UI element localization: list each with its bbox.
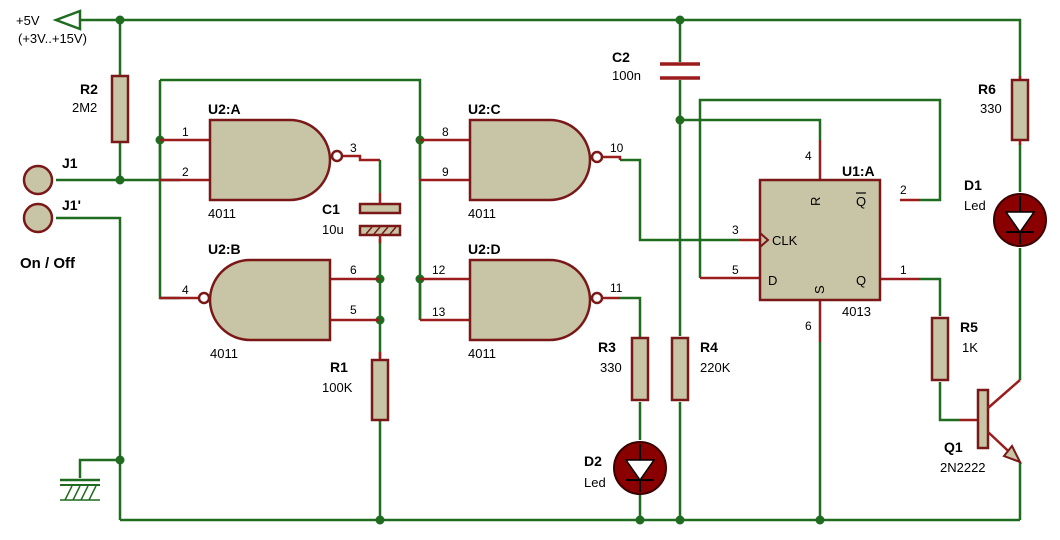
d1-ref: D1 xyxy=(964,177,982,193)
wires xyxy=(56,18,1022,522)
pin-number: 1 xyxy=(900,263,907,277)
switch-label: On / Off xyxy=(20,255,76,272)
junction-dot xyxy=(675,15,685,25)
junction-dot xyxy=(375,515,385,525)
gate-u2a: U2:A 4011 1 2 3 xyxy=(160,101,380,221)
power-range-label: (+3V..+15V) xyxy=(18,31,87,46)
u2d-value: 4011 xyxy=(468,346,496,361)
gate-u2c: U2:C 4011 8 9 10 xyxy=(420,101,624,221)
j1b-ref: J1' xyxy=(62,197,81,213)
d-pin-label: D xyxy=(768,273,777,288)
u2a-value: 4011 xyxy=(208,206,236,221)
junction-dot xyxy=(635,515,645,525)
r4-value: 220K xyxy=(700,360,731,375)
terminal-icon xyxy=(22,202,54,234)
u2b-ref: U2:B xyxy=(208,241,241,257)
led-d1: D1 Led xyxy=(964,177,1047,247)
r6-value: 330 xyxy=(980,101,1002,116)
u1a-ref: U1:A xyxy=(842,163,875,179)
power-terminal: +5V (+3V..+15V) xyxy=(16,9,87,46)
u2b-value: 4011 xyxy=(210,346,238,361)
pin-number: 5 xyxy=(350,303,357,317)
q-pin-label: Q xyxy=(856,273,866,288)
q1-ref: Q1 xyxy=(944,439,963,455)
led-d2: D2 Led xyxy=(584,441,667,495)
transistor-q1: Q1 2N2222 xyxy=(940,379,1023,475)
pin-number: 4 xyxy=(182,283,189,297)
capacitor-c1: C1 10u xyxy=(322,193,402,243)
r2-value: 2M2 xyxy=(72,100,97,115)
pin-number: 5 xyxy=(732,263,739,277)
qbar-pin-label: Q xyxy=(856,194,866,209)
resistor-r3: R3 330 xyxy=(598,336,650,402)
power-label: +5V xyxy=(16,13,40,28)
pin-number: 1 xyxy=(182,125,189,139)
reset-pin-label: R xyxy=(808,197,823,206)
pin-number: 2 xyxy=(900,183,907,197)
pin-number: 8 xyxy=(442,125,449,139)
r3-ref: R3 xyxy=(598,339,616,355)
resistor-r5: R5 1K xyxy=(930,316,978,382)
r3-value: 330 xyxy=(600,360,622,375)
junction-dot xyxy=(675,115,685,125)
c1-value: 10u xyxy=(322,222,344,237)
pin-number: 10 xyxy=(610,141,624,155)
pin-number: 3 xyxy=(732,223,739,237)
ground-symbol xyxy=(60,478,100,501)
clk-pin-label: CLK xyxy=(772,233,798,248)
junction-dot xyxy=(115,15,125,25)
gate-u2d: U2:D 4011 12 13 11 xyxy=(420,241,623,361)
u2a-ref: U2:A xyxy=(208,101,241,117)
pin-number: 9 xyxy=(442,165,449,179)
resistor-r6: R6 330 xyxy=(978,76,1030,145)
junction-dot xyxy=(115,455,125,465)
r6-ref: R6 xyxy=(978,81,996,97)
pin-number: 11 xyxy=(610,281,623,295)
pin-number: 4 xyxy=(805,149,812,163)
pin-number: 13 xyxy=(432,305,446,319)
r5-ref: R5 xyxy=(960,319,978,335)
pin-number: 12 xyxy=(432,263,446,277)
c1-ref: C1 xyxy=(322,201,340,217)
d1-value: Led xyxy=(964,198,986,213)
resistor-r2: R2 2M2 xyxy=(72,74,130,144)
d2-value: Led xyxy=(584,475,606,490)
gate-u2b: U2:B 4011 4 6 5 xyxy=(160,241,380,361)
r2-ref: R2 xyxy=(80,81,98,97)
c2-ref: C2 xyxy=(612,49,630,65)
r5-value: 1K xyxy=(962,340,978,355)
pin-number: 6 xyxy=(350,263,357,277)
resistor-r4: R4 220K xyxy=(670,336,731,402)
junction-dot xyxy=(815,515,825,525)
d2-ref: D2 xyxy=(584,453,602,469)
u2c-ref: U2:C xyxy=(468,101,501,117)
r1-ref: R1 xyxy=(330,359,348,375)
r4-ref: R4 xyxy=(700,339,718,355)
c2-value: 100n xyxy=(612,68,641,83)
q1-value: 2N2222 xyxy=(940,460,986,475)
resistor-r1: R1 100K xyxy=(322,352,390,422)
capacitor-c2: C2 100n xyxy=(612,49,700,83)
power-arrow-icon xyxy=(52,9,82,31)
pin-number: 6 xyxy=(805,319,812,333)
connector-j1: J1 xyxy=(22,155,78,196)
junctions xyxy=(115,15,825,525)
flipflop-u1a: U1:A 4013 R Q CLK D S Q 4 2 3 5 6 1 xyxy=(700,140,920,342)
u2d-ref: U2:D xyxy=(468,241,501,257)
j1-ref: J1 xyxy=(62,155,78,171)
pin-number: 2 xyxy=(182,165,189,179)
pin-number: 3 xyxy=(350,141,357,155)
junction-dot xyxy=(675,515,685,525)
u1a-value: 4013 xyxy=(842,304,871,319)
connector-j1b: J1' xyxy=(22,197,81,234)
junction-dot xyxy=(115,175,125,185)
set-pin-label: S xyxy=(812,285,827,294)
u2c-value: 4011 xyxy=(468,206,496,221)
terminal-icon xyxy=(22,164,54,196)
r1-value: 100K xyxy=(322,380,353,395)
